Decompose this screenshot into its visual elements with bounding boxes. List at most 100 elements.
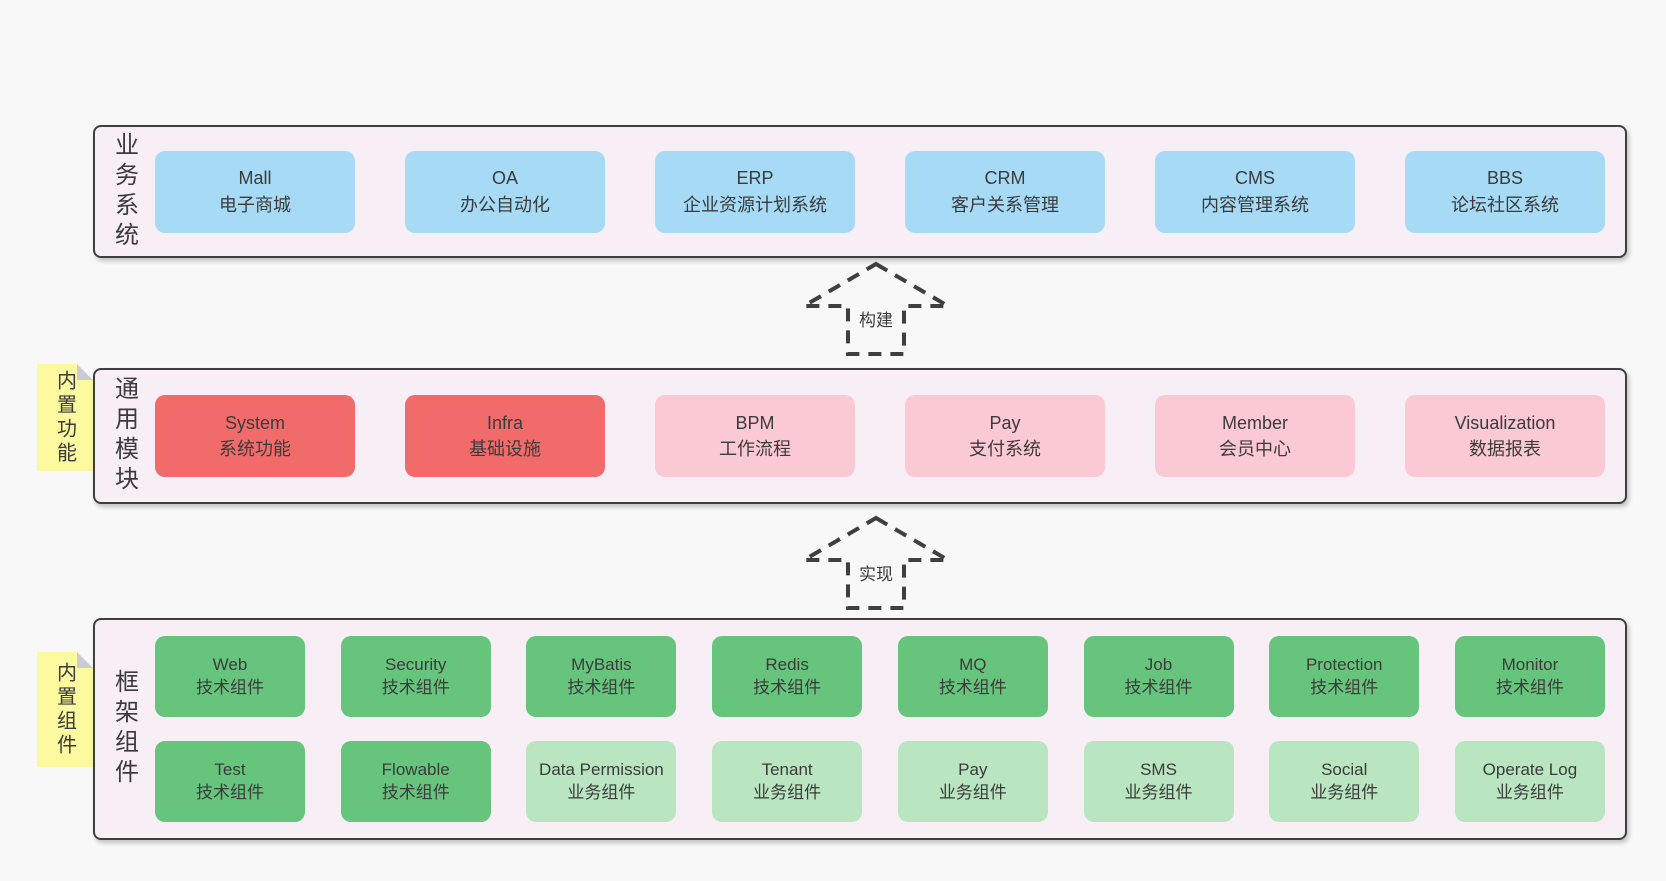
box-subtitle: 业务组件 bbox=[567, 782, 636, 802]
module-box-erp: ERP 企业资源计划系统 bbox=[655, 150, 855, 233]
module-box-cms: CMS 内容管理系统 bbox=[1155, 150, 1355, 233]
box-title: Operate Log bbox=[1482, 759, 1578, 779]
box-subtitle: 技术组件 bbox=[938, 677, 1007, 697]
module-box-mq: MQ 技术组件 bbox=[897, 636, 1048, 717]
box-title: MyBatis bbox=[571, 654, 632, 674]
implement-arrow-label: 实现 bbox=[854, 559, 898, 586]
sticky-label: 内置功能 bbox=[53, 369, 76, 466]
module-box-tenant: Tenant 业务组件 bbox=[712, 741, 863, 822]
box-title: BBS bbox=[1486, 168, 1524, 189]
module-box-crm: CRM 客户关系管理 bbox=[905, 150, 1105, 233]
box-title: Mall bbox=[238, 168, 272, 189]
box-subtitle: 技术组件 bbox=[1124, 677, 1193, 697]
box-title: Pay bbox=[989, 412, 1021, 433]
box-subtitle: 业务组件 bbox=[1495, 782, 1564, 802]
box-subtitle: 办公自动化 bbox=[460, 194, 550, 215]
box-title: Monitor bbox=[1501, 654, 1559, 674]
box-title: Security bbox=[384, 654, 447, 674]
box-subtitle: 技术组件 bbox=[196, 782, 264, 802]
box-title: System bbox=[224, 412, 285, 433]
box-subtitle: 支付系统 bbox=[969, 439, 1041, 459]
module-box-test: Test 技术组件 bbox=[155, 741, 305, 822]
box-title: Redis bbox=[765, 654, 809, 674]
box-title: Social bbox=[1321, 759, 1368, 779]
module-box-data-permission: Data Permission 业务组件 bbox=[526, 741, 677, 822]
implement-arrow: 实现 bbox=[799, 515, 953, 611]
box-title: Tenant bbox=[761, 759, 813, 779]
build-arrow: 构建 bbox=[799, 261, 953, 357]
box-row: System 系统功能 Infra 基础设施 BPM 工作流程 Pay 支付系统 Member 会… bbox=[155, 395, 1605, 477]
box-title: ERP bbox=[736, 168, 774, 189]
module-box-member: Member 会员中心 bbox=[1155, 395, 1355, 477]
module-box-visualization: Visualization 数据报表 bbox=[1405, 395, 1605, 477]
band-common-modules: 通用模块 System 系统功能 Infra 基础设施 BPM 工作流程 Pay 支付系统 Me… bbox=[93, 368, 1627, 504]
module-box-sms: SMS 业务组件 bbox=[1083, 741, 1234, 822]
box-title: Flowable bbox=[381, 759, 450, 779]
box-subtitle: 数据报表 bbox=[1469, 439, 1541, 459]
module-box-bbs: BBS 论坛社区系统 bbox=[1405, 150, 1605, 233]
box-subtitle: 基础设施 bbox=[469, 439, 541, 459]
box-title: Pay bbox=[958, 759, 988, 779]
box-title: Job bbox=[1144, 654, 1173, 674]
box-subtitle: 论坛社区系统 bbox=[1451, 194, 1559, 215]
box-subtitle: 企业资源计划系统 bbox=[683, 194, 827, 215]
folded-corner-icon bbox=[77, 364, 93, 380]
box-subtitle: 系统功能 bbox=[219, 439, 291, 459]
box-subtitle: 技术组件 bbox=[381, 677, 450, 697]
box-title: Protection bbox=[1305, 654, 1383, 674]
box-title: CMS bbox=[1235, 168, 1275, 189]
box-subtitle: 技术组件 bbox=[196, 677, 264, 697]
sticky-label: 内置组件 bbox=[53, 661, 76, 758]
box-title: BPM bbox=[735, 412, 775, 433]
module-box-pay: Pay 业务组件 bbox=[897, 741, 1048, 822]
band-label-framework-components: 框架组件 bbox=[110, 669, 138, 789]
up-block-arrow-icon bbox=[799, 515, 953, 610]
box-subtitle: 电子商城 bbox=[219, 194, 291, 215]
up-block-arrow-icon bbox=[799, 261, 953, 356]
box-title: Member bbox=[1221, 412, 1288, 433]
sticky-note-builtin-features: 内置功能 bbox=[37, 364, 93, 471]
box-subtitle: 技术组件 bbox=[753, 677, 822, 697]
box-title: SMS bbox=[1140, 759, 1177, 779]
module-box-bpm: BPM 工作流程 bbox=[655, 395, 855, 477]
box-subtitle: 技术组件 bbox=[381, 782, 450, 802]
build-arrow-label: 构建 bbox=[854, 305, 898, 332]
box-title: Data Permission bbox=[539, 759, 664, 779]
box-subtitle: 技术组件 bbox=[1310, 677, 1379, 697]
box-subtitle: 工作流程 bbox=[719, 439, 791, 459]
band-content: System 系统功能 Infra 基础设施 BPM 工作流程 Pay 支付系统 Member 会… bbox=[153, 370, 1625, 502]
sticky-note-builtin-components: 内置组件 bbox=[37, 652, 93, 767]
box-subtitle: 技术组件 bbox=[1495, 677, 1564, 697]
box-subtitle: 业务组件 bbox=[938, 782, 1007, 802]
box-subtitle: 业务组件 bbox=[1310, 782, 1379, 802]
box-subtitle: 内容管理系统 bbox=[1201, 194, 1309, 215]
box-subtitle: 客户关系管理 bbox=[951, 194, 1059, 215]
box-title: CRM bbox=[984, 168, 1026, 189]
folded-corner-icon bbox=[77, 652, 93, 668]
box-subtitle: 会员中心 bbox=[1219, 439, 1291, 459]
box-subtitle: 业务组件 bbox=[753, 782, 822, 802]
module-box-security: Security 技术组件 bbox=[340, 636, 491, 717]
module-box-job: Job 技术组件 bbox=[1083, 636, 1234, 717]
module-box-system: System 系统功能 bbox=[155, 395, 355, 477]
module-box-pay: Pay 支付系统 bbox=[905, 395, 1105, 477]
box-title: MQ bbox=[959, 654, 987, 674]
box-title: Test bbox=[214, 759, 246, 779]
box-subtitle: 业务组件 bbox=[1124, 782, 1193, 802]
module-box-flowable: Flowable 技术组件 bbox=[340, 741, 491, 822]
module-box-infra: Infra 基础设施 bbox=[405, 395, 605, 477]
module-box-social: Social 业务组件 bbox=[1269, 741, 1420, 822]
box-title: Visualization bbox=[1454, 412, 1556, 433]
box-title: Infra bbox=[486, 412, 524, 433]
band-label-common-modules: 通用模块 bbox=[110, 376, 138, 496]
module-box-operate-log: Operate Log 业务组件 bbox=[1454, 741, 1605, 822]
